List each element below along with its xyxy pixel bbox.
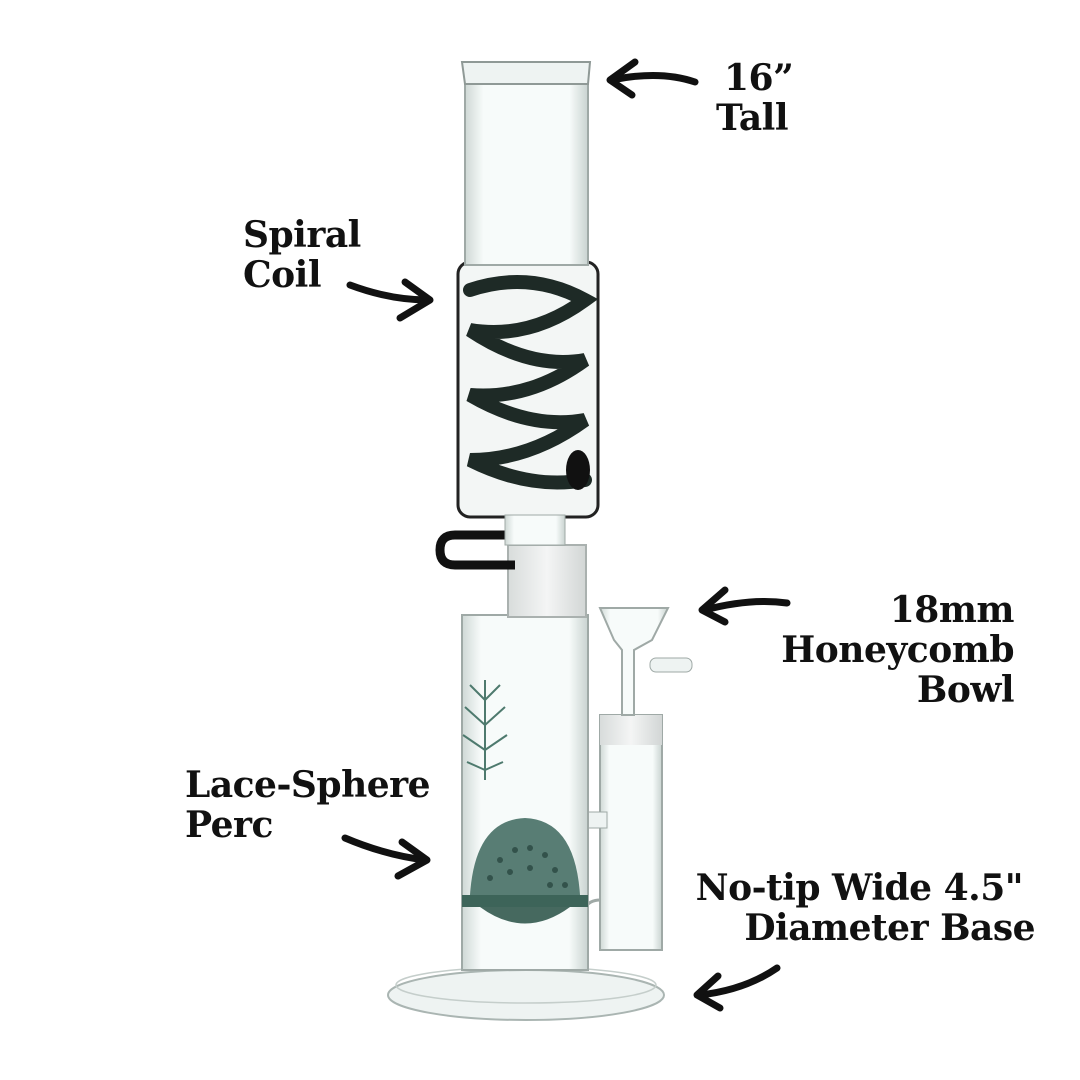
honeycomb-bowl bbox=[598, 607, 693, 716]
perc-label: Lace-Sphere Perc bbox=[185, 764, 431, 846]
downstem bbox=[578, 714, 663, 960]
perc-label-line2: Perc bbox=[185, 804, 273, 846]
ground-joint bbox=[507, 544, 587, 618]
arrow-perc-icon bbox=[341, 834, 431, 880]
keck-clip bbox=[435, 530, 515, 570]
arrow-coil-icon bbox=[346, 278, 434, 322]
height-value: 16” bbox=[724, 57, 794, 99]
bowl-label-line2: Honeycomb bbox=[781, 629, 1014, 671]
base-label: No-tip Wide 4.5" Diameter Base bbox=[695, 867, 1036, 949]
bowl-label: 18mm Honeycomb Bowl bbox=[781, 590, 1014, 710]
leaf-logo bbox=[462, 680, 508, 780]
bowl-label-line1: 18mm bbox=[889, 589, 1015, 631]
coil-label: Spiral Coil bbox=[243, 215, 361, 295]
base-label-line2: Diameter Base bbox=[744, 907, 1035, 949]
arrow-bowl-icon bbox=[698, 586, 791, 626]
coil-label-line1: Spiral bbox=[243, 214, 361, 256]
arrow-base-icon bbox=[693, 964, 781, 1012]
mouthpiece bbox=[460, 61, 592, 85]
bowl-label-line3: Bowl bbox=[916, 669, 1015, 711]
lace-sphere-perc bbox=[470, 818, 580, 924]
arrow-height-icon bbox=[606, 58, 699, 99]
spiral-coil-chamber bbox=[456, 260, 600, 546]
height-unit: Tall bbox=[716, 97, 789, 139]
base-label-line1: No-tip Wide 4.5" bbox=[695, 867, 1024, 909]
height-label: 16” Tall bbox=[716, 57, 794, 139]
base-plate bbox=[387, 966, 665, 1021]
upper-tube bbox=[460, 61, 592, 266]
coil-label-line2: Coil bbox=[243, 254, 322, 296]
perc-label-line1: Lace-Sphere bbox=[185, 764, 431, 806]
